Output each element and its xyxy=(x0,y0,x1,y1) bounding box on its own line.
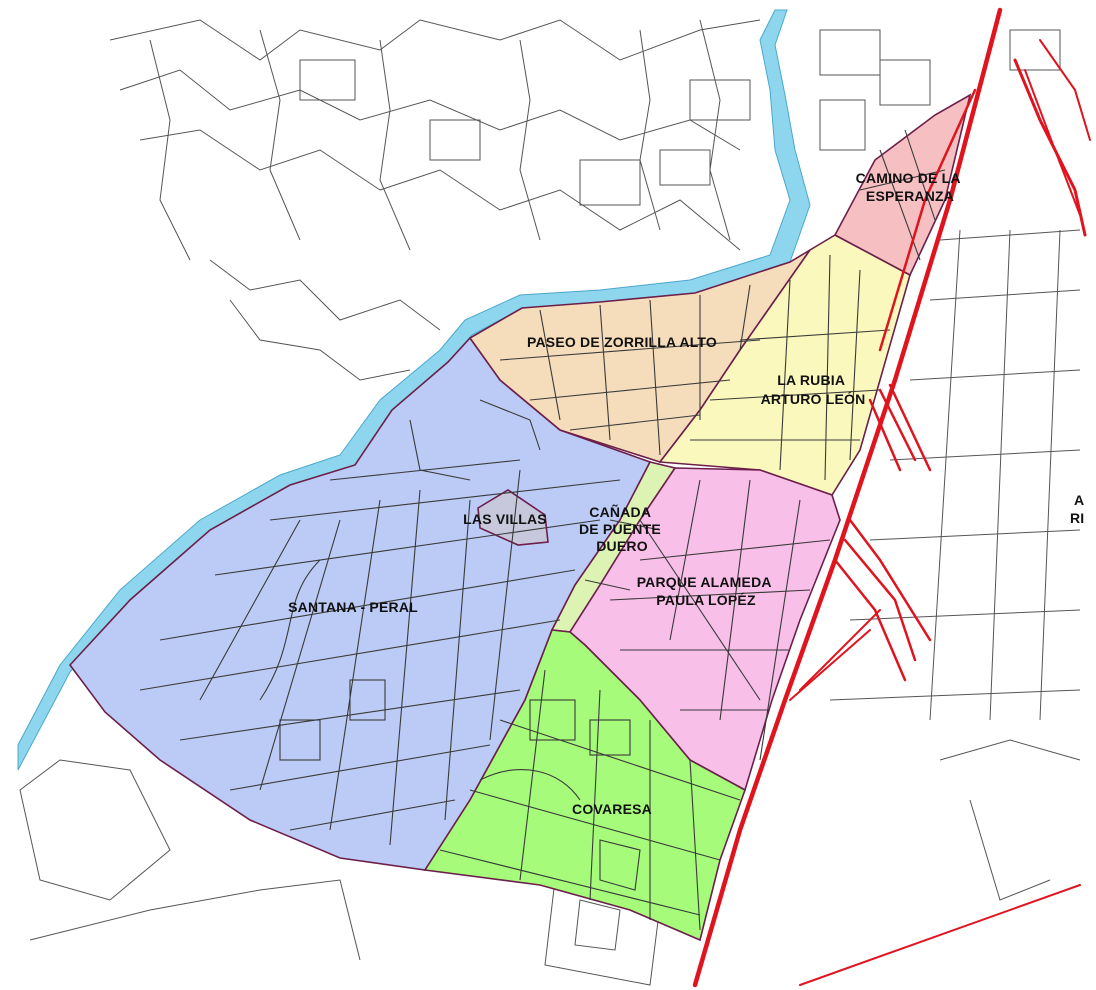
label-edge-cutoff: A RI xyxy=(1070,492,1088,526)
district-las-villas[interactable] xyxy=(477,489,549,546)
label-canada-de-puente-duero: CAÑADA DE PUENTE DUERO xyxy=(579,503,665,554)
railway xyxy=(692,7,1091,988)
label-las-villas: LAS VILLAS xyxy=(463,511,547,527)
district-labels: SANTANA - PERAL LAS VILLAS PASEO DE ZORR… xyxy=(288,170,1088,817)
label-paseo-zorrilla-alto: PASEO DE ZORRILLA ALTO xyxy=(527,334,717,350)
label-covaresa: COVARESA xyxy=(572,801,652,817)
label-parque-alameda-paula-lopez: PARQUE ALAMEDA PAULA LOPÉZ xyxy=(637,574,776,608)
label-la-rubia-arturo-leon: LA RUBIA ARTURO LEÓN xyxy=(761,372,866,407)
label-camino-de-la-esperanza: CAMINO DE LA ESPERANZA xyxy=(856,170,965,204)
label-santana-peral: SANTANA - PERAL xyxy=(288,599,418,615)
background-streets xyxy=(19,19,1081,986)
district-streets xyxy=(139,129,946,931)
district-camino-de-la-esperanza[interactable] xyxy=(833,93,972,277)
district-covaresa[interactable] xyxy=(423,629,746,942)
